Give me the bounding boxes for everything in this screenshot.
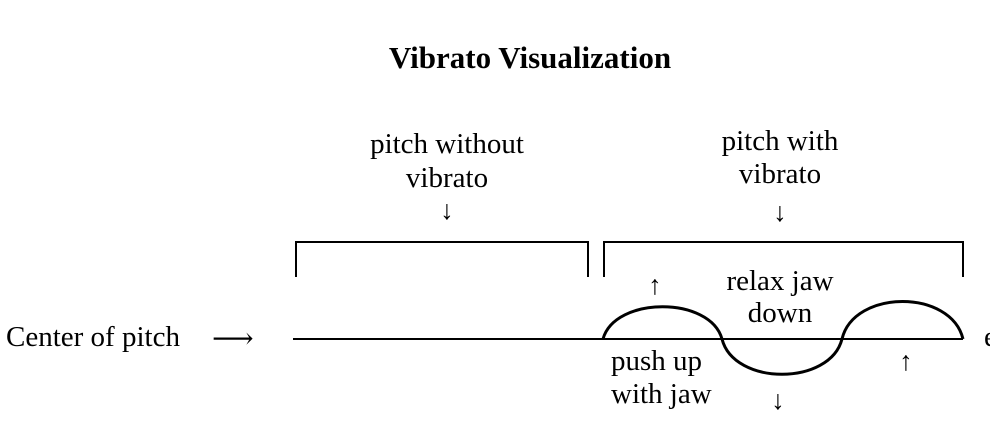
vibrato-hump-2 [840,300,965,340]
label-push-up-line2: with jaw [611,378,712,410]
up-arrow-icon-right: ↑ [899,346,913,376]
label-relax-jaw-line2: down [748,297,813,329]
down-arrow-icon-with: ↓ [773,197,787,227]
label-pitch-without-line2: vibrato [406,162,488,194]
vibrato-dip [720,338,844,376]
label-push-up-line1: push up [611,345,702,377]
bracket-with-vibrato [603,241,964,277]
label-center-of-pitch: Center of pitch [6,321,180,353]
diagram-title: Vibrato Visualization [389,40,671,75]
up-arrow-icon-hump: ↑ [648,270,662,300]
right-arrow-icon-center: ⟶ [212,323,254,355]
down-arrow-icon-without: ↓ [440,195,454,225]
label-truncated-edge: e [984,321,990,353]
label-relax-jaw-line1: relax jaw [726,265,833,297]
label-pitch-with-line1: pitch with [722,125,839,157]
down-arrow-icon-dip: ↓ [771,385,785,415]
label-pitch-without-line1: pitch without [370,128,524,160]
vibrato-hump-1 [601,305,724,340]
label-pitch-with-line2: vibrato [739,158,821,190]
bracket-without-vibrato [295,241,589,277]
